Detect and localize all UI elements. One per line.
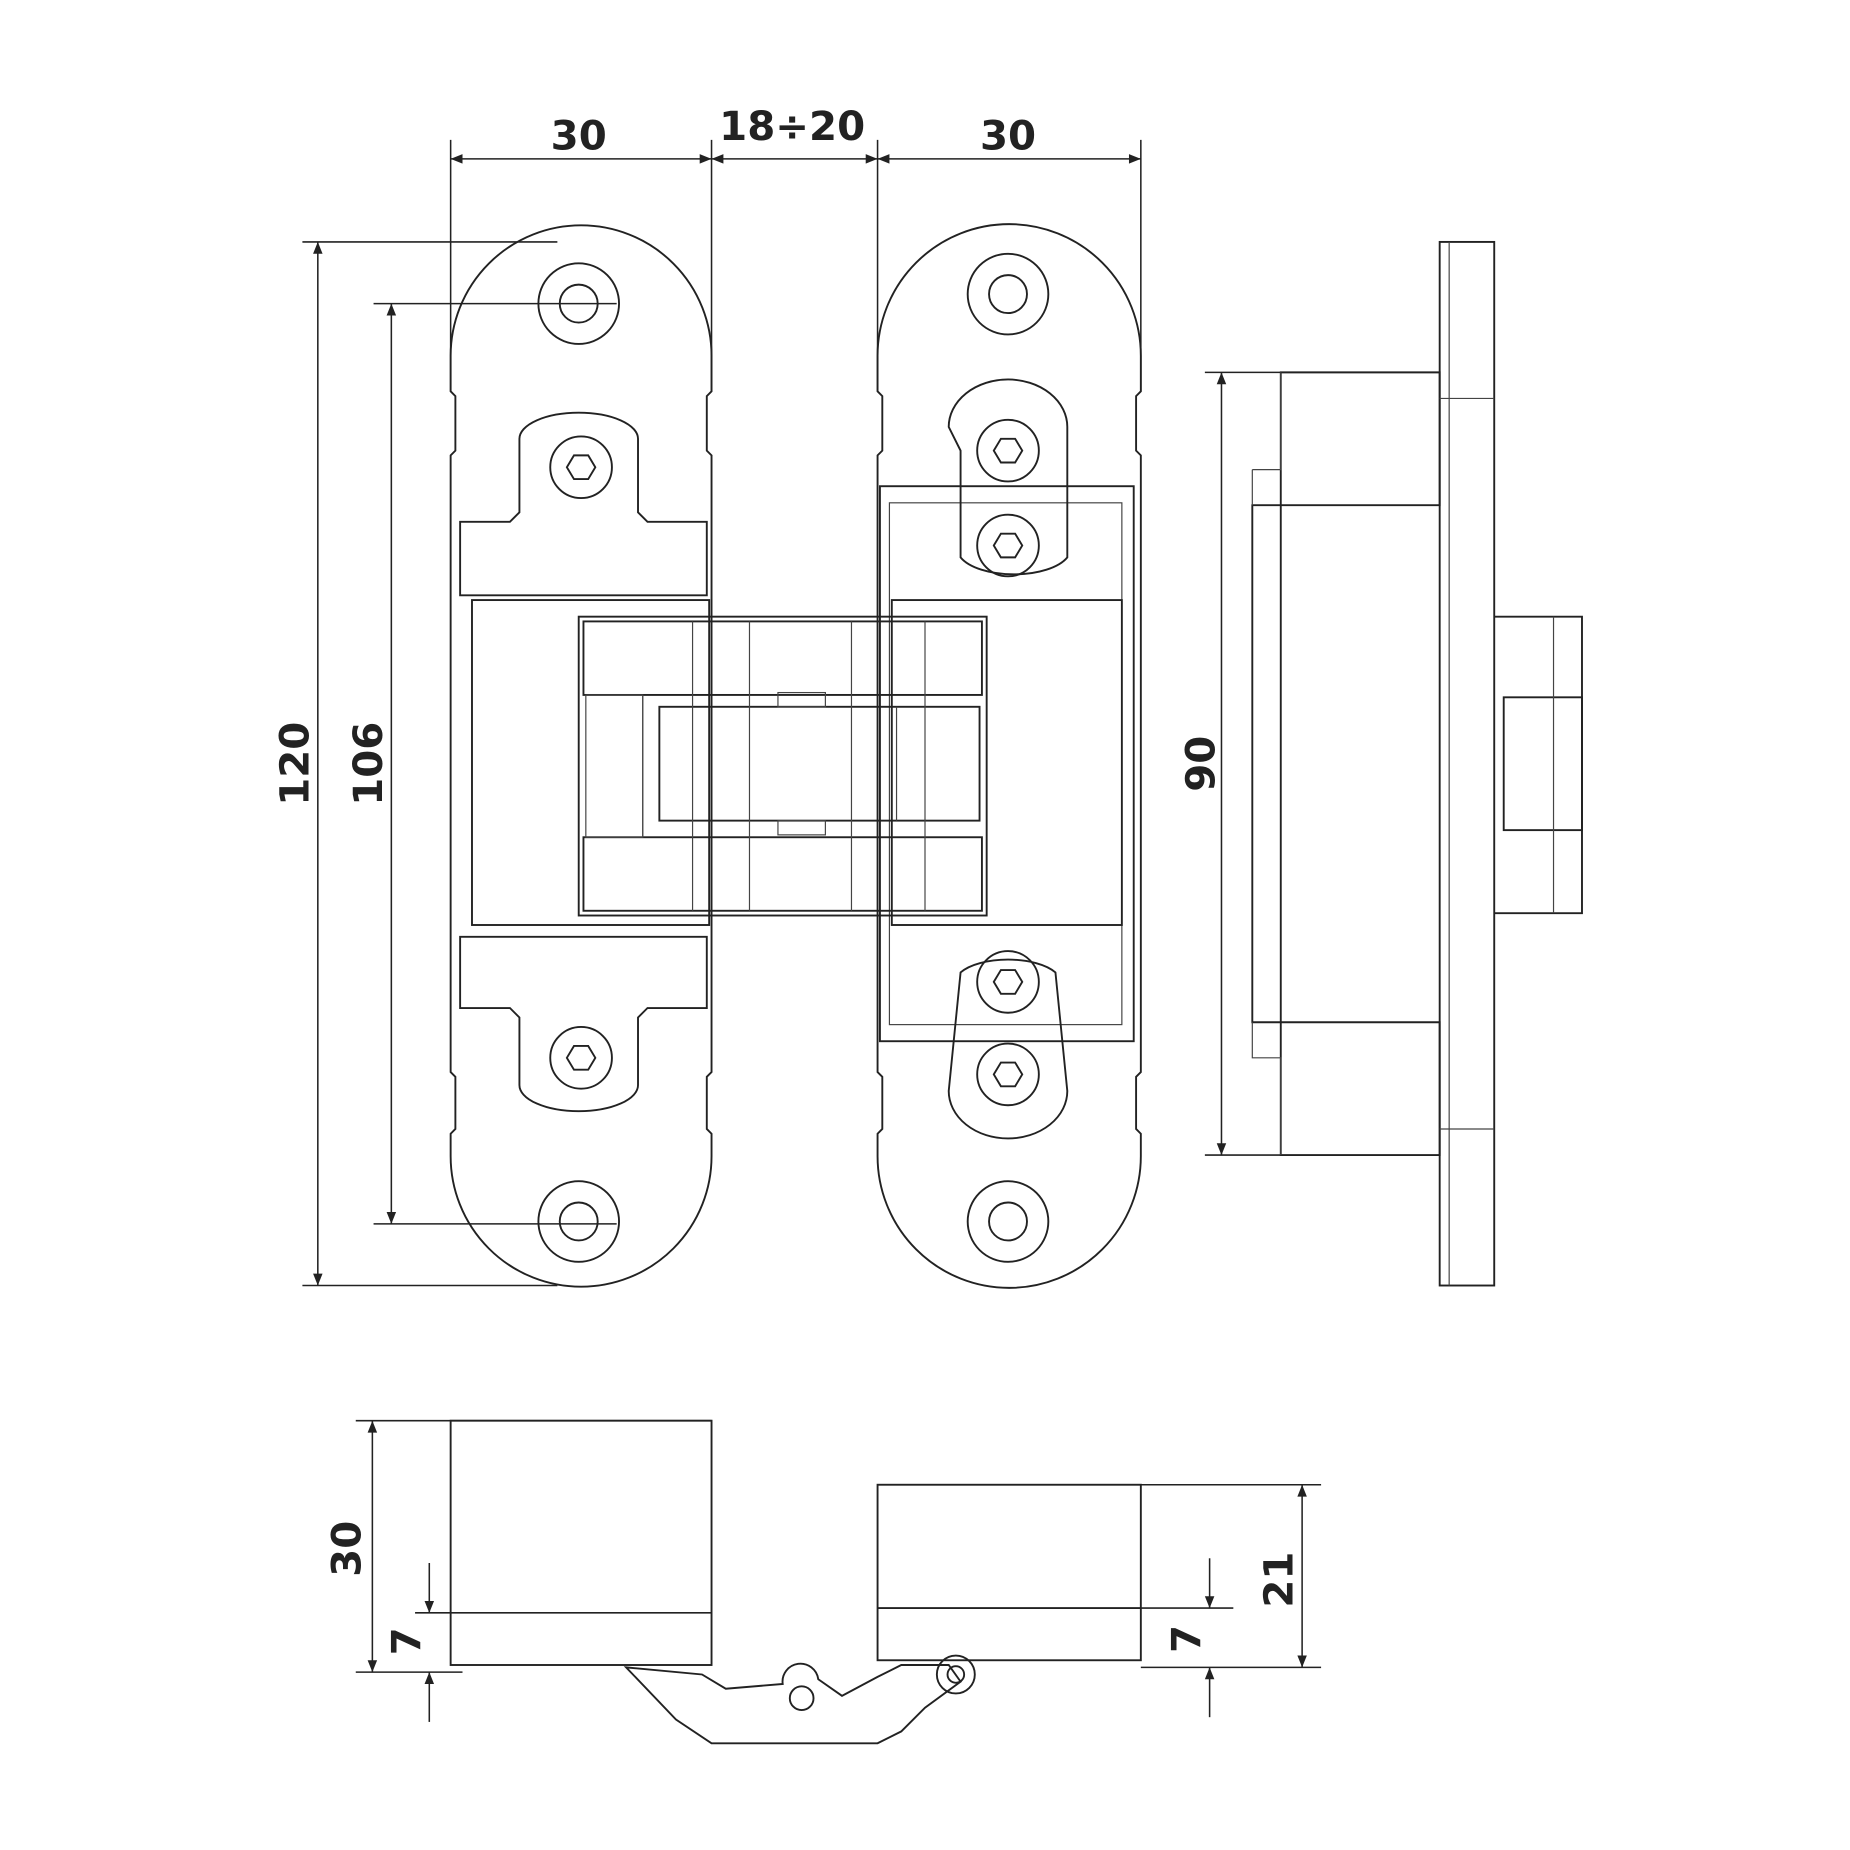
side-view: 90 [1177, 240, 1583, 1287]
dim-depth-left: 30 [324, 1521, 371, 1577]
bottom-view: 30 7 21 7 [324, 1419, 1322, 1745]
dim-offset-right: 7 [1163, 1625, 1210, 1653]
left-dimensions: 120 106 [271, 241, 617, 1287]
dim-offset-left: 7 [383, 1627, 430, 1655]
dim-body-height: 90 [1177, 736, 1224, 792]
dim-total-height: 120 [271, 722, 318, 806]
left-leaf [449, 224, 713, 1288]
dim-leaf-width-left: 30 [551, 112, 607, 159]
dim-depth-right: 21 [1256, 1552, 1303, 1608]
dim-leaf-width-right: 30 [980, 112, 1036, 159]
right-leaf [876, 223, 1142, 1289]
hinge-mechanism [577, 615, 988, 917]
dim-gap: 18÷20 [719, 103, 865, 150]
top-dimensions: 30 18÷20 30 [449, 103, 1142, 392]
dim-hole-spacing: 106 [345, 722, 392, 806]
